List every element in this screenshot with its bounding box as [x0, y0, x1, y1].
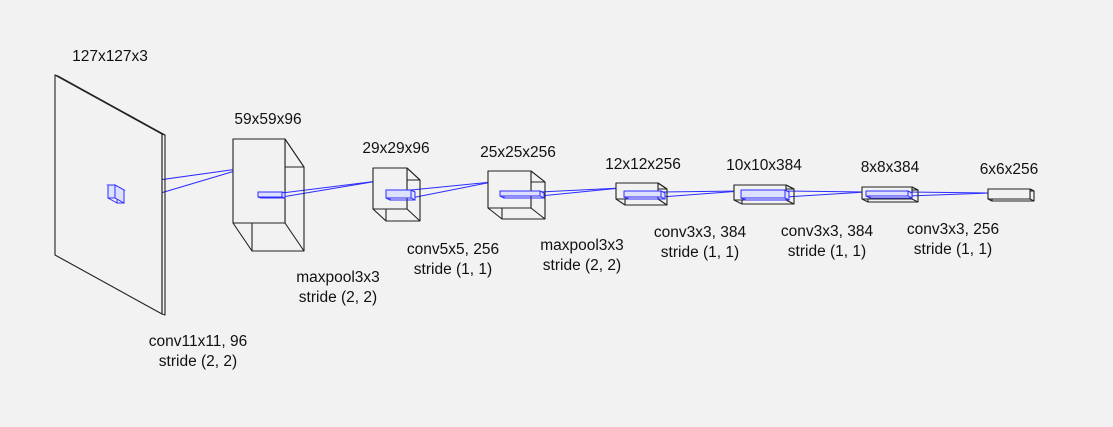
projection-maxpool1 [281, 180, 379, 198]
projection-conv3c-lower [907, 192, 991, 197]
layer-label-conv4: 8x8x384 [861, 159, 920, 176]
op-label-conv11-line2: stride (2, 2) [159, 353, 237, 370]
layer-label-conv3: 10x10x384 [726, 157, 802, 174]
projection-conv3a-upper [660, 190, 742, 193]
kernel-conv3b-front-face [740, 189, 786, 199]
projection-conv5-lower [410, 181, 493, 199]
layer-label-conv2: 25x25x256 [480, 144, 556, 161]
op-label-conv3c-line1: conv3x3, 256 [907, 221, 999, 238]
op-label-conv5-line2: stride (1, 1) [414, 261, 492, 278]
projection-conv3b-lower [784, 191, 867, 198]
projection-conv3c-upper [907, 191, 991, 194]
op-label-maxpool1-line1: maxpool3x3 [296, 269, 380, 286]
op-label-conv11-line1: conv11x11, 96 [149, 333, 248, 350]
kernel-boxes [106, 184, 913, 204]
layer-label-input: 127x127x3 [72, 48, 148, 65]
layer-label-pool2: 12x12x256 [605, 156, 681, 173]
kernel-conv5-front-face [385, 189, 412, 199]
kernel-conv11-front-face [107, 184, 116, 199]
op-label-conv3a-line1: conv3x3, 384 [654, 224, 747, 241]
layer-block-conv5 [987, 188, 1035, 202]
projection-conv3b [784, 190, 867, 198]
projection-maxpool1-upper [281, 180, 379, 194]
projection-conv5-upper [410, 181, 493, 191]
kernel-conv5-side-face [410, 189, 416, 201]
kernel-conv3c-front-face [865, 190, 909, 197]
kernel-maxpool2-front-face [499, 190, 541, 197]
projection-conv3a-lower [660, 190, 742, 198]
op-label-conv5-line1: conv5x5, 256 [407, 241, 499, 258]
kernel-conv5 [385, 189, 416, 201]
layer-block-conv4-side-face [911, 186, 919, 203]
layer-block-conv1-front-face [232, 138, 286, 224]
operation-labels: conv11x11, 96 stride (2, 2) maxpool3x3 s… [149, 221, 999, 370]
layer-block-pool1 [372, 167, 421, 222]
projection-maxpool2-lower [539, 187, 622, 197]
kernel-projection-lines [115, 167, 991, 205]
layer-label-conv5: 6x6x256 [980, 161, 1039, 178]
layer-shape-labels: 127x127x3 59x59x96 29x29x96 25x25x256 12… [72, 48, 1038, 178]
kernel-conv3a-front-face [623, 190, 662, 198]
projection-conv3b-upper [784, 190, 867, 193]
layer-block-conv5-front-face [987, 188, 1031, 200]
kernel-conv3c [865, 190, 913, 199]
projection-conv3c [907, 191, 991, 197]
layer-block-input-edge-side [161, 133, 166, 316]
op-label-conv3b-line1: conv3x3, 384 [781, 223, 874, 240]
op-label-maxpool2-line1: maxpool3x3 [540, 237, 624, 254]
kernel-conv3b [740, 189, 790, 201]
op-label-maxpool2-line2: stride (2, 2) [543, 257, 621, 274]
kernel-conv3a [623, 190, 666, 200]
op-label-conv3c-line2: stride (1, 1) [914, 241, 992, 258]
layer-block-conv2-front-face [487, 170, 532, 209]
kernel-maxpool2 [499, 190, 545, 199]
layer-block-conv2 [487, 170, 546, 220]
layer-block-conv1 [232, 138, 305, 252]
op-label-conv3a-line2: stride (1, 1) [661, 244, 739, 261]
projection-maxpool1-lower [281, 180, 379, 198]
projection-maxpool2-upper [539, 187, 622, 193]
layer-label-conv1: 59x59x96 [234, 111, 301, 128]
kernel-conv3a-side-face [660, 190, 666, 200]
projection-conv3a [660, 190, 742, 198]
kernel-conv3b-side-face [784, 189, 790, 201]
kernel-maxpool1-front-face [257, 191, 283, 198]
projection-conv5 [410, 181, 493, 199]
kernel-conv11 [106, 184, 126, 204]
projection-maxpool2 [539, 187, 622, 197]
op-label-maxpool1-line2: stride (2, 2) [299, 289, 377, 306]
kernel-maxpool1 [257, 191, 286, 199]
layer-label-pool1: 29x29x96 [362, 140, 429, 157]
layer-block-pool1-front-face [372, 167, 408, 210]
op-label-conv3b-line2: stride (1, 1) [788, 243, 866, 260]
